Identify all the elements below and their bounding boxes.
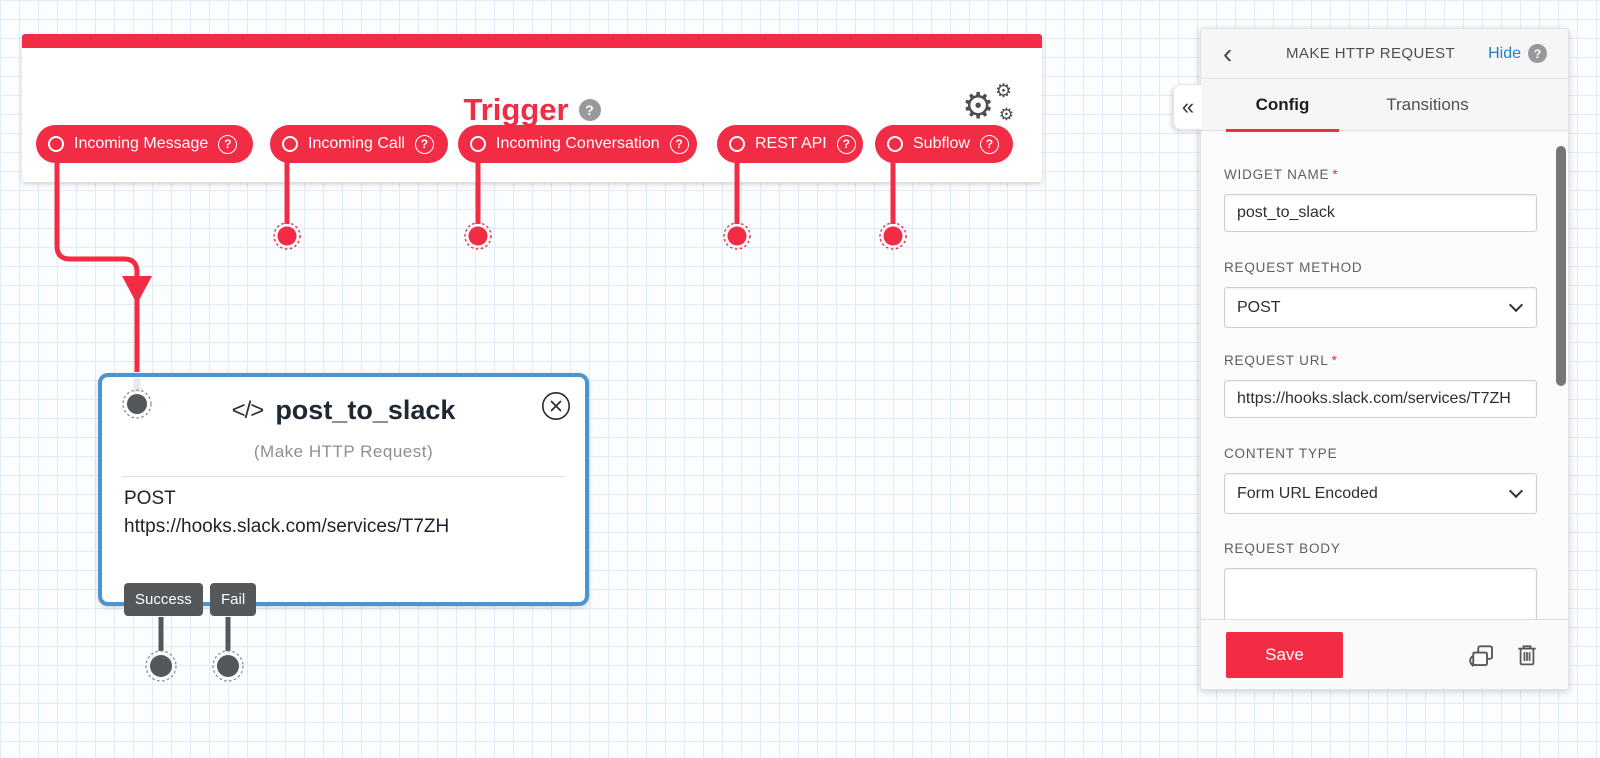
code-icon: </> (231, 396, 265, 424)
widget-config-panel: « ‹ MAKE HTTP REQUEST Hide ? Config Tran… (1173, 28, 1569, 690)
tab-config[interactable]: Config (1226, 79, 1339, 132)
panel-tabs: Config Transitions (1201, 79, 1568, 132)
trigger-pill-incoming-message[interactable]: Incoming Message ? (36, 125, 253, 163)
settings-gears-icon[interactable]: ⚙ ⚙ ⚙ (962, 81, 1014, 126)
transition-success-label: Success (124, 583, 203, 616)
connector-dot-incoming-conversation[interactable] (468, 226, 488, 246)
connector-dot-rest-api[interactable] (727, 226, 747, 246)
required-mark: * (1331, 353, 1338, 368)
save-button[interactable]: Save (1226, 631, 1343, 678)
request-method-value: POST (124, 488, 176, 509)
collapse-panel-icon[interactable]: « (1173, 84, 1202, 130)
help-icon[interactable]: ? (414, 134, 434, 154)
connector-dot-subflow[interactable] (883, 226, 903, 246)
pill-label: REST API (755, 135, 827, 152)
pill-label: Subflow (913, 135, 970, 152)
required-mark: * (1332, 167, 1339, 182)
widget-incoming-dot[interactable] (127, 394, 147, 414)
help-icon[interactable]: ? (1528, 44, 1547, 63)
trigger-red-bar (22, 34, 1042, 48)
transition-fail-label: Fail (210, 583, 257, 616)
http-request-widget[interactable]: </> post_to_slack (Make HTTP Request) PO… (98, 373, 589, 616)
widget-type-label: (Make HTTP Request) (253, 442, 434, 461)
trigger-title: Trigger (463, 92, 569, 127)
pill-label: Incoming Conversation (496, 135, 660, 152)
trigger-pill-incoming-conversation[interactable]: Incoming Conversation ? (458, 125, 697, 163)
delete-icon[interactable] (1513, 641, 1541, 669)
hide-link[interactable]: Hide (1488, 44, 1521, 62)
radio-circle-icon (48, 136, 64, 152)
widget-name: post_to_slack (275, 395, 456, 425)
content-type-label: CONTENT TYPE (1224, 446, 1338, 461)
panel-header: ‹ MAKE HTTP REQUEST Hide ? (1201, 29, 1568, 79)
help-icon[interactable]: ? (979, 134, 999, 154)
panel-footer: Save (1201, 619, 1568, 689)
trigger-pill-rest-api[interactable]: REST API ? (717, 125, 863, 163)
request-body-label: REQUEST BODY (1224, 541, 1341, 556)
request-url-value: https://hooks.slack.com/services/T7ZH (124, 516, 450, 537)
widget-name-label: WIDGET NAME* (1224, 167, 1339, 182)
radio-circle-icon (470, 136, 486, 152)
panel-scrollbar[interactable] (1556, 146, 1566, 386)
pill-label: Incoming Call (308, 135, 405, 152)
config-form: WIDGET NAME* REQUEST METHOD REQUEST URL*… (1201, 131, 1568, 633)
request-url-input[interactable] (1224, 380, 1537, 418)
widget-name-input[interactable] (1224, 194, 1537, 232)
request-body-textarea[interactable] (1224, 568, 1537, 628)
request-method-select[interactable] (1224, 287, 1537, 328)
connector-dot-incoming-call[interactable] (277, 226, 297, 246)
help-icon[interactable]: ? (218, 134, 238, 154)
flow-arrowhead-icon (122, 276, 152, 304)
help-icon[interactable]: ? (578, 99, 601, 121)
tab-transitions[interactable]: Transitions (1386, 94, 1469, 114)
trigger-pill-incoming-call[interactable]: Incoming Call ? (270, 125, 448, 163)
request-method-label: REQUEST METHOD (1224, 260, 1363, 275)
success-connector-dot[interactable] (150, 655, 172, 677)
divider (122, 476, 565, 477)
radio-circle-icon (729, 136, 745, 152)
content-type-select[interactable] (1224, 473, 1537, 514)
pill-label: Incoming Message (74, 135, 209, 152)
radio-circle-icon (887, 136, 903, 152)
fail-connector-dot[interactable] (217, 655, 239, 677)
help-icon[interactable]: ? (669, 134, 689, 154)
trigger-pill-subflow[interactable]: Subflow ? (875, 125, 1013, 163)
close-icon[interactable] (541, 391, 571, 421)
radio-circle-icon (282, 136, 298, 152)
trigger-widget[interactable]: Trigger ? ⚙ ⚙ ⚙ Incoming Message ? Incom… (22, 34, 1042, 182)
duplicate-icon[interactable] (1467, 640, 1497, 670)
panel-title: MAKE HTTP REQUEST (1286, 45, 1456, 62)
request-url-label: REQUEST URL* (1224, 353, 1338, 368)
help-icon[interactable]: ? (836, 134, 856, 154)
back-chevron-icon[interactable]: ‹ (1223, 37, 1233, 69)
